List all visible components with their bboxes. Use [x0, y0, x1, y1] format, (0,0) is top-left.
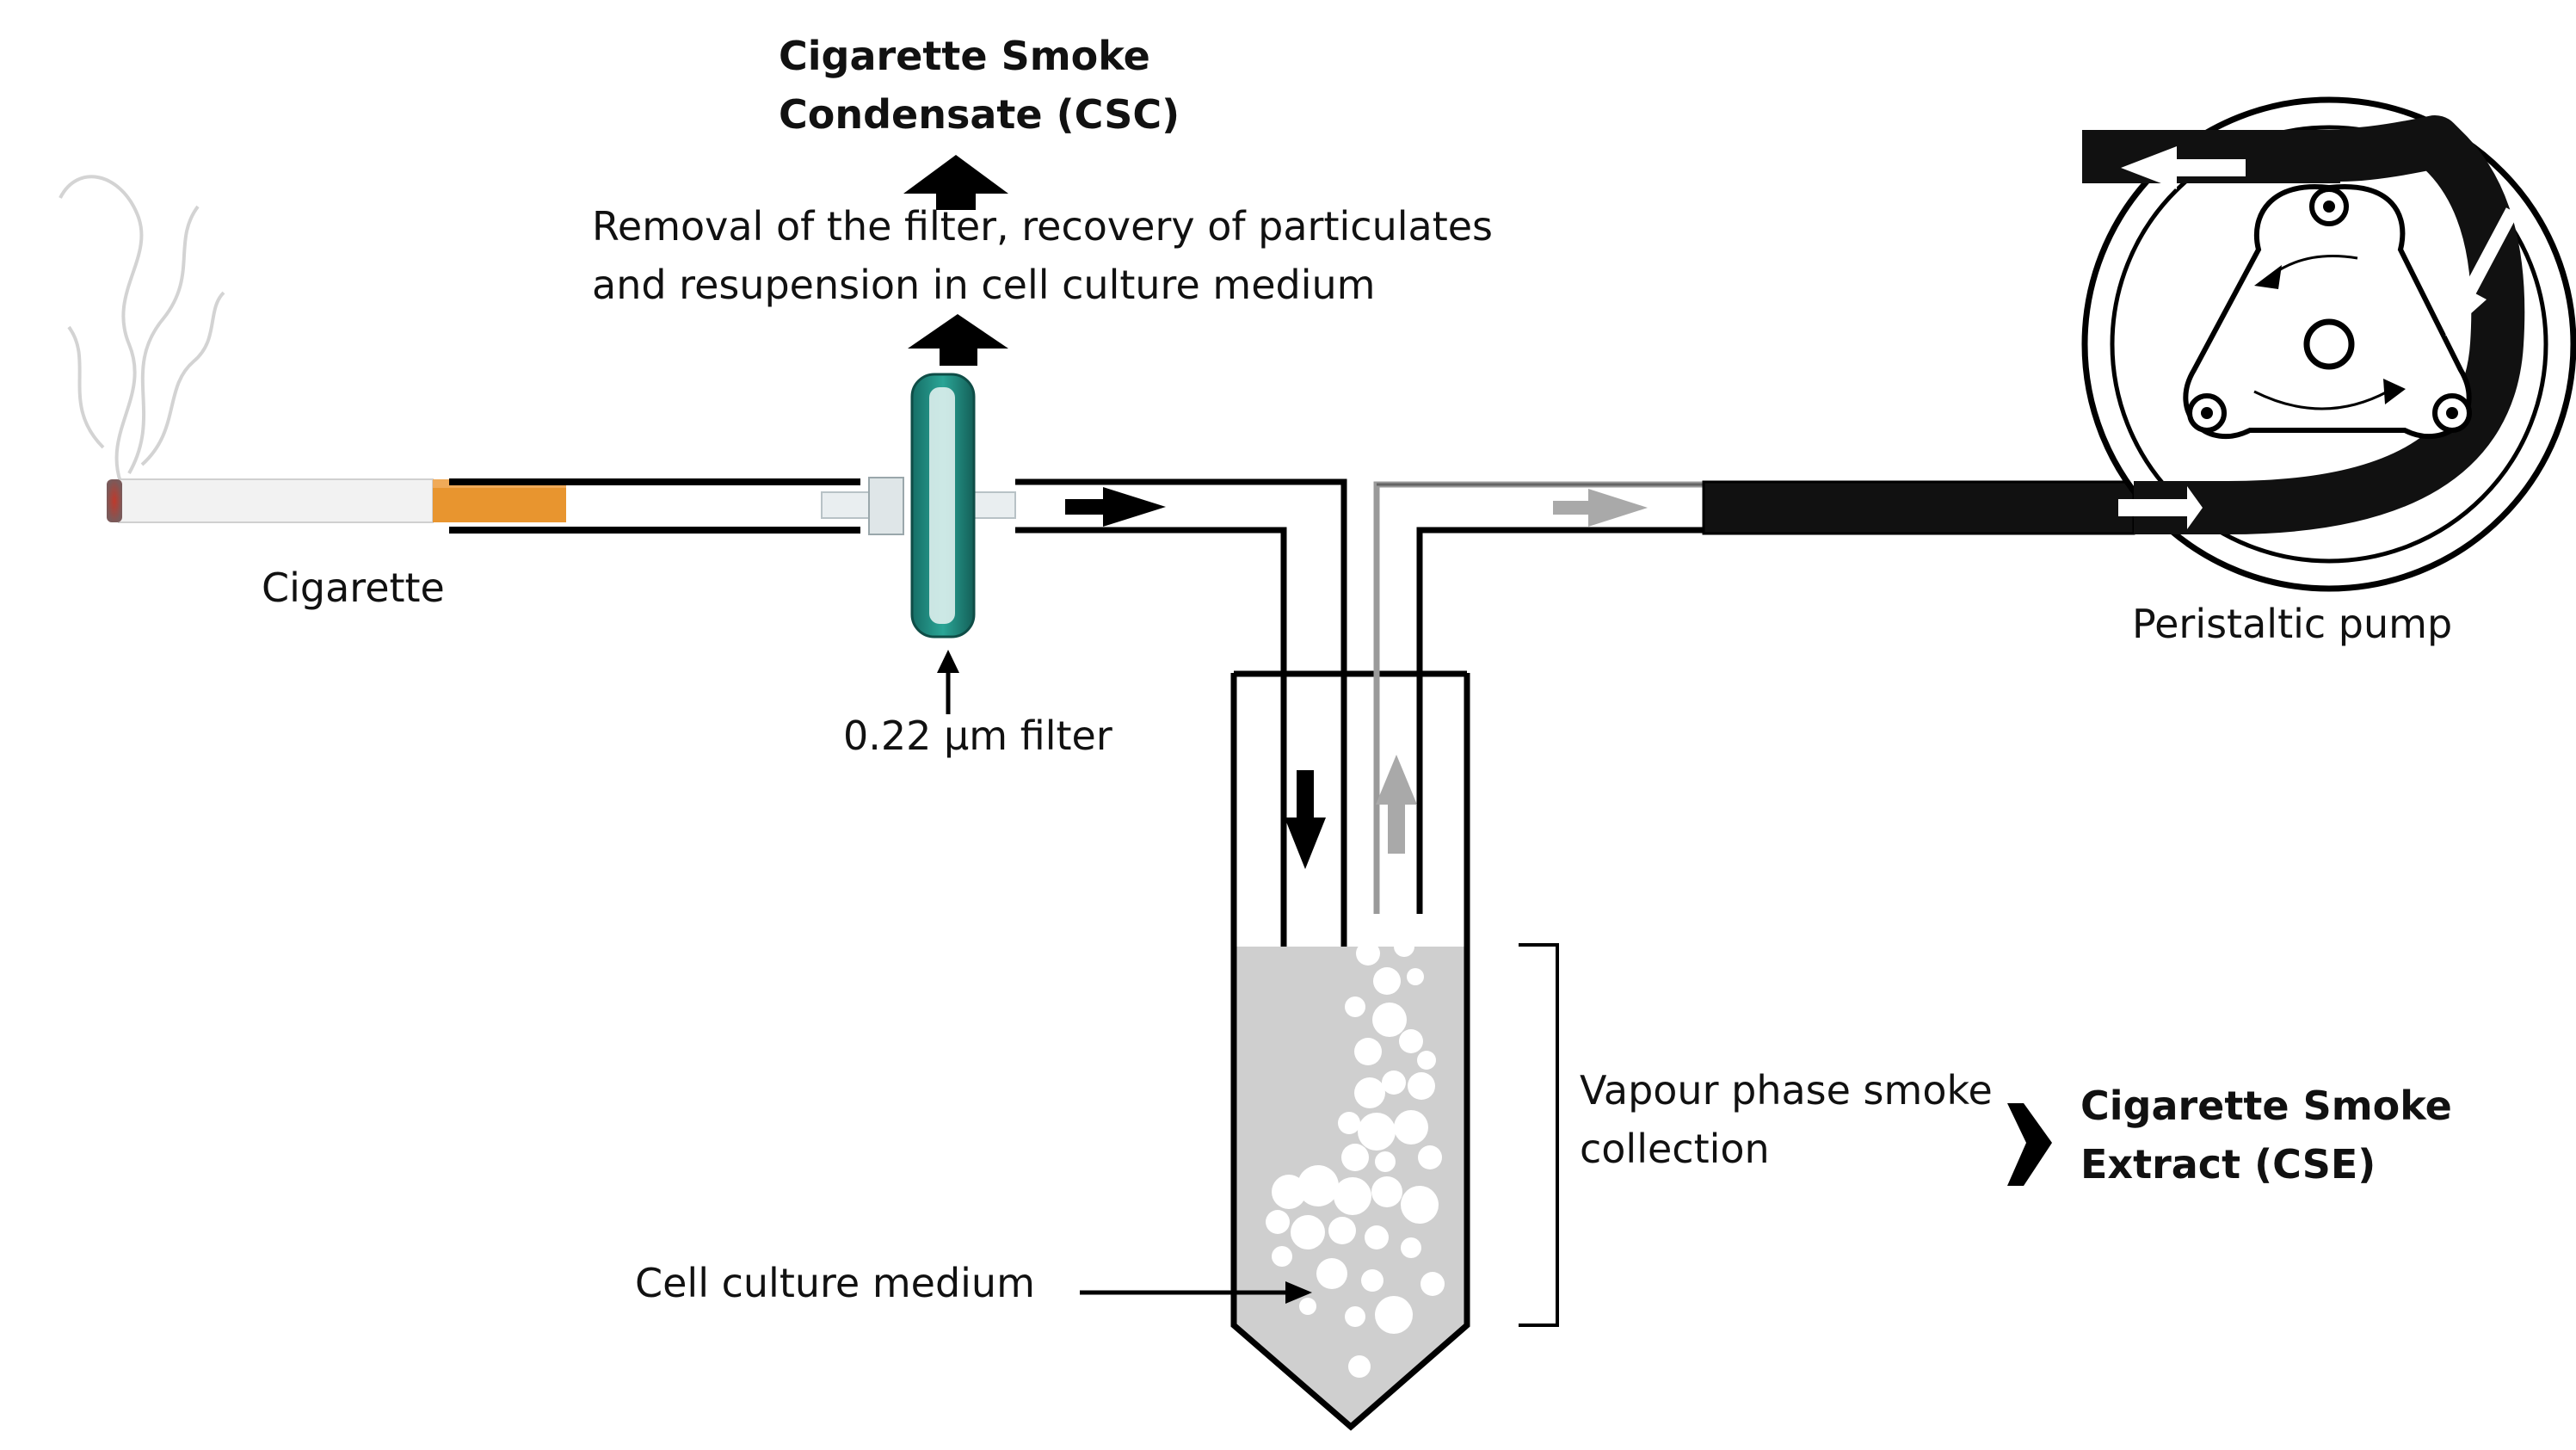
upward-arrow-icon	[903, 155, 1008, 210]
syringe-filter-icon	[821, 373, 1016, 639]
peristaltic-pump-icon	[2081, 96, 2576, 592]
cse-title-line1: Cigarette Smoke	[2080, 1083, 2452, 1129]
inlet-tube	[1015, 478, 1347, 1145]
bubbles	[1266, 936, 1445, 1378]
removal-text-line2: and resupension in cell culture medium	[592, 262, 1376, 308]
flow-arrow-up-icon	[1376, 755, 1417, 854]
vapour-label-line1: Vapour phase smoke	[1580, 1067, 1993, 1114]
flow-arrow-down-icon	[1285, 770, 1326, 869]
removal-text-line1: Removal of the filter, recovery of parti…	[592, 203, 1493, 250]
cigarette-holder-tube	[449, 478, 860, 534]
pump-label: Peristaltic pump	[2132, 601, 2453, 647]
filter-pointer-arrow	[937, 650, 959, 714]
upward-arrow-icon	[908, 314, 1008, 366]
csc-title-line2: Condensate (CSC)	[779, 91, 1180, 138]
smoke-wisp-icon	[59, 175, 225, 483]
cse-title-line2: Extract (CSE)	[2080, 1141, 2376, 1188]
flow-arrow-right-gray-icon	[1553, 489, 1648, 527]
cigarette-label: Cigarette	[262, 565, 445, 611]
vapour-label-line2: collection	[1580, 1126, 1770, 1172]
filter-label: 0.22 µm filter	[843, 713, 1112, 759]
csc-title-line1: Cigarette Smoke	[779, 33, 1150, 79]
vapour-bracket	[1519, 943, 1559, 1327]
medium-pointer-arrow	[1080, 1281, 1312, 1304]
cse-arrow-icon	[2007, 1103, 2052, 1186]
medium-label: Cell culture medium	[635, 1260, 1035, 1306]
cigarette-icon	[107, 478, 566, 523]
flow-arrow-right-icon	[1065, 487, 1166, 527]
pump-tube	[1702, 480, 2135, 535]
outlet-tube	[1373, 481, 1704, 914]
